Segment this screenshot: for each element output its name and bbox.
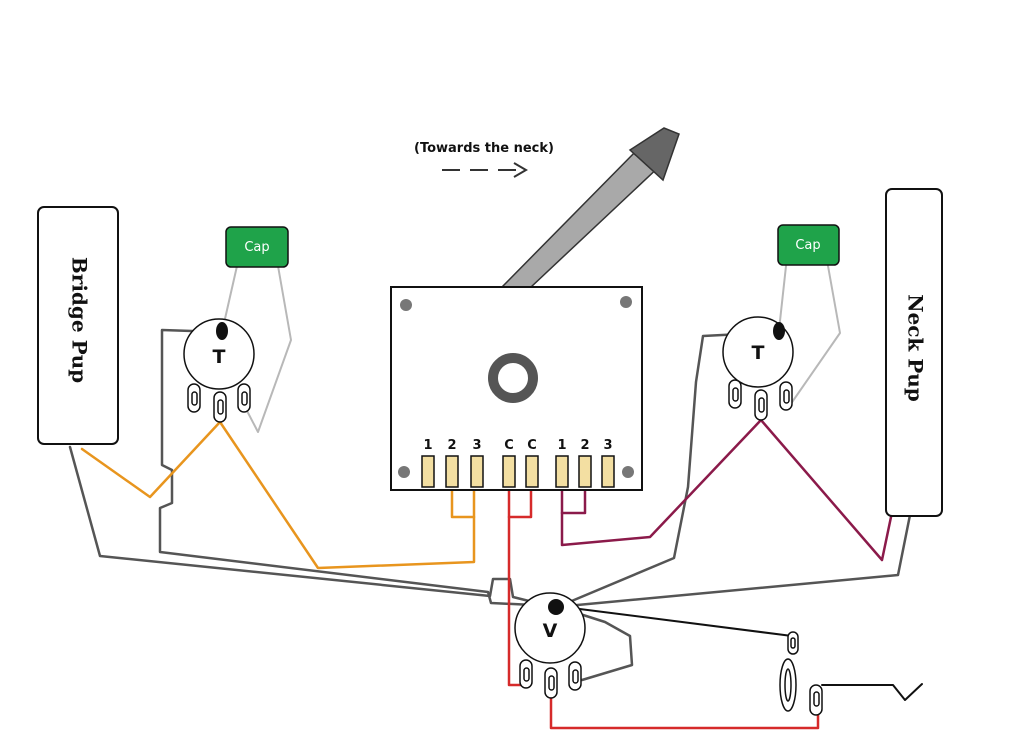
volume-lug-jumper-wire xyxy=(553,604,634,682)
switch-lug-label-7: 2 xyxy=(580,438,589,453)
bridge-tone-pot[interactable]: T xyxy=(183,318,255,423)
neck-cap-leg-1 xyxy=(778,265,787,331)
jack-tip-lug xyxy=(787,631,799,655)
neck-tone-lug-3 xyxy=(779,381,793,411)
bridge-hot-wire xyxy=(80,420,222,499)
bridge-tone-lug-2 xyxy=(213,391,227,423)
volume-to-jack-sleeve-wire xyxy=(549,693,820,730)
switch-to-volume-wire xyxy=(507,515,526,687)
switch-jumper-2-3-wire xyxy=(450,485,476,519)
volume-label: V xyxy=(543,620,558,642)
dashed-arrow-icon xyxy=(442,162,528,178)
switch-lug-8[interactable] xyxy=(601,455,615,488)
neck-pickup[interactable]: Neck Pup xyxy=(885,188,943,517)
volume-lug-1 xyxy=(519,659,533,689)
bridge-pup-label: Bridge Pup xyxy=(68,257,92,383)
switch-lug-3[interactable] xyxy=(470,455,484,488)
switch-lug-label-5: C xyxy=(527,438,537,453)
switch-lug-label-1: 1 xyxy=(423,438,432,453)
bridge-cap-label: Cap xyxy=(244,240,269,255)
bridge-tone-label: T xyxy=(213,346,226,368)
bridge-tone-ground-wire xyxy=(158,328,556,608)
bridge-cap[interactable]: Cap xyxy=(225,226,289,268)
volume-lug-2 xyxy=(544,667,558,699)
switch-lug-2[interactable] xyxy=(445,455,459,488)
volume-lug-3 xyxy=(568,661,582,691)
volume-to-jack-tip-wire xyxy=(555,605,793,637)
neck-pup-ground-wire xyxy=(554,513,912,609)
bridge-pup-ground-wire xyxy=(68,445,555,609)
neck-cap-label: Cap xyxy=(795,238,820,253)
switch-common-jumper-wire xyxy=(507,485,533,519)
output-jack[interactable] xyxy=(779,631,823,716)
neck-switch-jumper-wire xyxy=(560,485,587,515)
volume-pot[interactable]: V xyxy=(514,592,586,699)
jack-sleeve-lug xyxy=(809,684,823,716)
bridge-tone-lug-3 xyxy=(237,383,251,413)
switch-lug-6[interactable] xyxy=(555,455,569,488)
neck-cap-leg-2 xyxy=(787,265,841,409)
neck-tone-lug-2 xyxy=(754,389,768,421)
switch-screw-top-right xyxy=(620,296,632,308)
switch-screw-bottom-right xyxy=(622,466,634,478)
switch-screw-top-left xyxy=(400,299,412,311)
bridge-pickup[interactable]: Bridge Pup xyxy=(37,206,119,445)
neck-pup-label: Neck Pup xyxy=(904,294,928,402)
switch-lug-label-4: C xyxy=(504,438,514,453)
neck-tone-lug-1 xyxy=(728,379,742,409)
switch-lug-label-3: 3 xyxy=(472,438,481,453)
neck-tone-ground-wire xyxy=(553,330,781,610)
neck-tone-label: T xyxy=(752,342,765,364)
switch-lug-label-6: 1 xyxy=(557,438,566,453)
switch-lug-1[interactable] xyxy=(421,455,435,488)
neck-hot-wire xyxy=(759,418,893,562)
jack-output-wire xyxy=(821,683,923,701)
neck-tone-pot[interactable]: T xyxy=(722,316,794,421)
switch-lug-label-2: 2 xyxy=(447,438,456,453)
jack-barrel xyxy=(779,658,797,712)
switch-lug-label-8: 3 xyxy=(603,438,612,453)
bridge-tone-to-switch-wire xyxy=(218,420,476,570)
neck-cap[interactable]: Cap xyxy=(777,224,840,266)
neck-tone-to-switch-wire xyxy=(560,418,763,547)
switch-lug-5[interactable] xyxy=(525,455,539,488)
bridge-tone-lug-1 xyxy=(187,383,201,413)
switch-screw-bottom-left xyxy=(398,466,410,478)
switch-lug-4[interactable] xyxy=(502,455,516,488)
bridge-cap-leg-2 xyxy=(244,265,292,433)
switch-nut xyxy=(488,353,538,403)
switch-lug-7[interactable] xyxy=(578,455,592,488)
direction-annotation: (Towards the neck) xyxy=(414,141,554,156)
